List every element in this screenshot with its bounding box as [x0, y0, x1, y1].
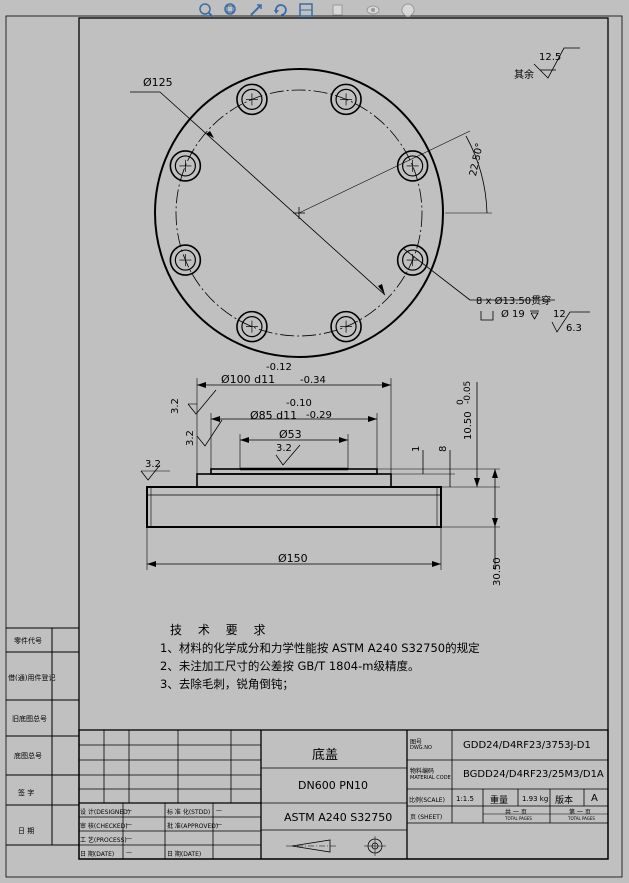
- zoom-box-icon[interactable]: [223, 2, 239, 18]
- side-label-signature: 签 字: [18, 789, 35, 797]
- appearance-icon[interactable]: [400, 2, 416, 18]
- sign-label2-4: 日 期(DATE): [167, 851, 202, 858]
- sign-label-1: 设 计(DESIGNED): [80, 809, 131, 816]
- scale-label: 比例(SCALE): [409, 797, 445, 804]
- zoom-in-icon[interactable]: [198, 2, 214, 18]
- hole-roughness: 6.3: [566, 323, 582, 334]
- sheets-label: 页 (SHEET): [410, 814, 443, 821]
- total-pages-en: TOTAL PAGES: [505, 816, 532, 821]
- ra-note-1: 3.2: [170, 398, 181, 414]
- rotate-icon[interactable]: [273, 2, 289, 18]
- d100-tol-upper: -0.12: [266, 362, 292, 373]
- technical-requirements: 技 术 要 求 1、材料的化学成分和力学性能按 ASTM A240 S32750…: [160, 621, 480, 693]
- counterbore-diameter: Ø 19: [501, 309, 525, 320]
- sign-value-3: —: [126, 835, 132, 842]
- side-label-part-code: 零件代号: [14, 637, 42, 645]
- counterbore-depth: 12: [553, 309, 566, 320]
- pan-icon[interactable]: [248, 2, 264, 18]
- scale-value: 1:1.5: [456, 795, 474, 803]
- part-material: ASTM A240 S32750: [284, 811, 393, 824]
- bolt-holes: [169, 83, 429, 343]
- side-label-shared-parts: 借(通)用件登记: [8, 674, 56, 682]
- part-name: 底盖: [312, 748, 339, 763]
- sign-label-3: 工 艺(PROCESS): [80, 837, 127, 844]
- bolt-hole: [396, 244, 429, 276]
- sign-value2-1: —: [216, 807, 222, 814]
- bolt-hole: [330, 83, 362, 116]
- side-label-old-drawing: 旧底图总号: [12, 715, 47, 723]
- version-value: A: [591, 793, 598, 804]
- bolt-hole: [330, 310, 362, 343]
- drawing-no-label: 图号: [410, 739, 423, 746]
- display-style-icon[interactable]: [330, 2, 346, 18]
- page-number-en: TOTAL PAGES: [568, 816, 595, 821]
- view-toolbar: [190, 0, 430, 20]
- bolt-hole: [169, 244, 202, 276]
- bolt-hole: [169, 150, 202, 182]
- side-label-drawing-total: 底图总号: [14, 752, 42, 760]
- sign-label-2: 审 核(CHECKED): [80, 823, 128, 830]
- part-spec: DN600 PN10: [298, 779, 369, 792]
- d85-tol-upper: -0.10: [286, 398, 312, 409]
- sign-value-2: —: [126, 821, 132, 828]
- tech-req-title: 技 术 要 求: [170, 623, 272, 637]
- bolt-hole: [396, 150, 429, 182]
- section-view: [140, 378, 500, 570]
- hole-callout: 8 x Ø13.50贯穿: [476, 296, 552, 307]
- sign-value2-2: —: [216, 821, 222, 828]
- tech-req-item-1: 1、材料的化学成分和力学性能按 ASTM A240 S32750的规定: [160, 641, 480, 655]
- page-number: 第 一 页: [569, 809, 591, 816]
- drawing-no-label-en: DWG.NO: [410, 745, 432, 751]
- step-height-8: 8: [438, 445, 449, 452]
- step-height-1: 1: [411, 445, 422, 452]
- d85-tol-lower: -0.29: [306, 410, 332, 421]
- weight-value: 1.93 kg: [522, 795, 549, 803]
- d150-dimension: Ø150: [278, 552, 308, 565]
- general-roughness: 12.5: [539, 52, 562, 63]
- sign-label2-2: 批 准(APPROVED): [167, 823, 219, 830]
- sign-label2-1: 标 准 化(STDD): [167, 809, 211, 816]
- top-view: [130, 47, 590, 358]
- ra-note-2: 3.2: [185, 430, 196, 446]
- title-block-lines: [78, 729, 609, 860]
- total-height: 30.50: [492, 557, 503, 586]
- material-code-label: 物料编码: [410, 768, 435, 775]
- material-code: BGDD24/D4RF23/25M3/D1A: [463, 769, 604, 780]
- total-pages: 共 一 页: [505, 809, 527, 816]
- pcd-dimension: Ø125: [143, 76, 173, 89]
- d85-dimension: Ø85 d11: [250, 409, 298, 422]
- d100-tol-lower: -0.34: [300, 375, 326, 386]
- tech-req-item-2: 2、未注加工尺寸的公差按 GB/T 1804-m级精度。: [160, 659, 420, 673]
- bolt-hole: [236, 83, 268, 116]
- flange-height: 10.50: [463, 411, 474, 440]
- weight-label: 重量: [490, 796, 509, 806]
- drawing-no: GDD24/D4RF23/3753J-D1: [463, 740, 591, 751]
- sign-label-4: 日 期(DATE): [80, 851, 115, 858]
- side-label-date: 日 期: [18, 827, 35, 835]
- d53-dimension: Ø53: [279, 428, 302, 441]
- tech-req-item-3: 3、去除毛刺，锐角倒钝；: [160, 677, 294, 691]
- general-roughness-note: 其余: [514, 70, 534, 81]
- material-code-label-en: MATERIAL CODE: [410, 775, 451, 781]
- hide-show-icon[interactable]: [365, 2, 381, 18]
- version-label: 版本: [555, 796, 574, 806]
- bolt-hole: [236, 310, 268, 343]
- flange-height-tol-lower: -0.05: [463, 380, 473, 404]
- sign-value-1: —: [126, 807, 132, 814]
- ra-note-3: 3.2: [145, 459, 161, 470]
- ra-note-4: 3.2: [276, 443, 292, 454]
- view-orientation-icon[interactable]: [298, 2, 314, 18]
- d100-dimension: Ø100 d11: [221, 373, 276, 386]
- sign-value-4: —: [126, 849, 132, 856]
